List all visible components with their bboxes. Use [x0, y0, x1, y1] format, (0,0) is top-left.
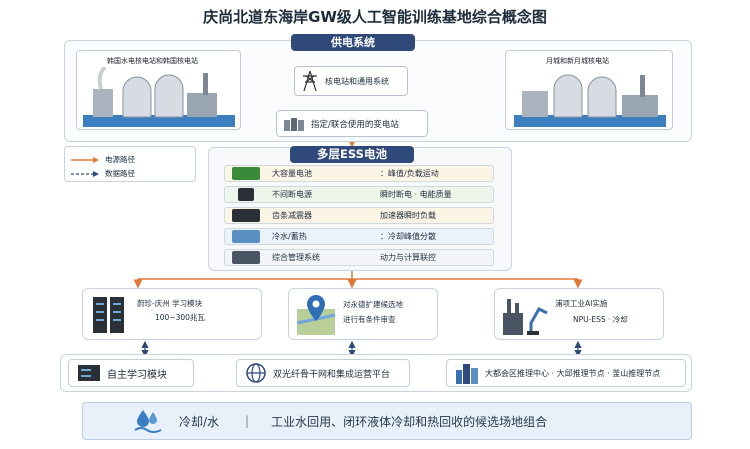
site-line1: 浦项工业AI实施: [555, 299, 608, 308]
left-plant-label: 韩国水电核电站和韩国核电站: [107, 57, 198, 65]
right-plant-label: 月城和新月城核电站: [546, 57, 609, 65]
legend: 电源路径 数据路径: [64, 146, 196, 182]
chiller-icon: [232, 230, 260, 243]
server-icon: [93, 297, 124, 333]
cooling-description: 工业水回用、闭环液体冷却和热回收的候选场地组合: [271, 414, 548, 429]
right-nuclear-plant: 月城和新月城核电站: [505, 50, 673, 130]
site-uljin-gyeongju: 蔚珍-庆州 学习模块 100~300兆瓦: [82, 288, 262, 340]
rack-icon: [232, 209, 260, 222]
water-drop-icon: [134, 410, 162, 433]
site-line2: NPU-ESS · 冷却: [573, 315, 628, 324]
ess-row-ups: 不间断电源 瞬时断电 · 电能质量: [224, 186, 494, 203]
nuclear-common-system: 核电站和通用系统: [294, 66, 408, 96]
substation-icon: [284, 117, 304, 131]
site-pohang: 浦项工业AI实施 NPU-ESS · 冷却: [494, 288, 664, 340]
ess-row-name: 不间断电源: [272, 190, 312, 199]
nuclear-plant-icon: [83, 67, 235, 127]
site-yeongdeok: 对永德扩建候选地 进行有条件审查: [288, 288, 438, 340]
globe-icon: [246, 363, 266, 383]
cooling-label: 冷却/水: [179, 414, 220, 429]
page-title: 庆尚北道东海岸GW级人工智能训练基地综合概念图: [203, 8, 547, 26]
map-pin-icon: [296, 295, 336, 335]
fiber-backbone: 双光纤骨干网和集成运营平台: [236, 359, 410, 387]
fiber-backbone-label: 双光纤骨干网和集成运营平台: [273, 369, 391, 380]
ess-row-desc: 瞬时断电 · 电能质量: [380, 190, 452, 199]
site-line2: 100~300兆瓦: [155, 313, 205, 322]
ups-icon: [238, 188, 254, 201]
ess-row-desc: 加速器瞬时负载: [380, 211, 436, 220]
power-path-swatch: [71, 156, 99, 163]
server-stack-icon: [78, 365, 100, 381]
cooling-bar: 冷却/水 | 工业水回用、闭环液体冷却和热回收的候选场地组合: [82, 402, 692, 440]
nuclear-node-label: 核电站和通用系统: [325, 76, 389, 86]
site-line2: 进行有条件审查: [343, 315, 396, 324]
left-nuclear-plant: 韩国水电核电站和韩国核电站: [76, 50, 241, 130]
transmission-tower-icon: [303, 70, 317, 92]
factory-icon: [503, 299, 548, 335]
ess-row-battery: 大容量电池 ：峰值/负载运动: [224, 165, 494, 182]
substation: 指定/联合使用的变电站: [276, 110, 428, 137]
ess-row-rack: 齿条减震器 加速器瞬时负载: [224, 207, 494, 224]
cooling-separator: |: [245, 414, 250, 428]
battery-icon: [232, 167, 260, 180]
ess-row-name: 综合管理系统: [272, 253, 320, 262]
learning-module-label: 自主学习模块: [107, 369, 167, 381]
monitor-icon: [232, 251, 260, 264]
city-buildings-icon: [456, 364, 478, 384]
ess-row-chiller: 冷水/蓄热 ：冷却峰值分散: [224, 228, 494, 245]
inference-centers-label: 大都会区推理中心 · 大邱推理节点 · 釜山推理节点: [485, 368, 661, 378]
ess-row-desc: 动力与计算联控: [380, 253, 436, 262]
site-line1: 蔚珍-庆州 学习模块: [137, 299, 203, 308]
ess-row-name: 齿条减震器: [272, 211, 312, 220]
legend-power: 电源路径: [71, 154, 135, 165]
legend-data-label: 数据路径: [105, 169, 135, 178]
substation-label: 指定/联合使用的变电站: [311, 119, 399, 130]
power-supply-header: 供电系统: [291, 34, 415, 51]
ess-row-name: 大容量电池: [272, 169, 312, 178]
ess-row-name: 冷水/蓄热: [272, 232, 307, 241]
ess-row-desc: ：峰值/负载运动: [380, 169, 439, 178]
legend-power-label: 电源路径: [105, 155, 135, 164]
ess-row-desc: ：冷却峰值分散: [380, 232, 436, 241]
ess-header: 多层ESS电池: [290, 146, 414, 163]
legend-data: 数据路径: [71, 168, 135, 179]
site-line1: 对永德扩建候选地: [343, 300, 403, 309]
learning-module: 自主学习模块: [68, 359, 194, 387]
data-path-swatch: [71, 170, 99, 177]
nuclear-plant-icon: [514, 74, 666, 127]
inference-centers: 大都会区推理中心 · 大邱推理节点 · 釜山推理节点: [446, 359, 686, 387]
ess-row-management: 综合管理系统 动力与计算联控: [224, 249, 494, 266]
